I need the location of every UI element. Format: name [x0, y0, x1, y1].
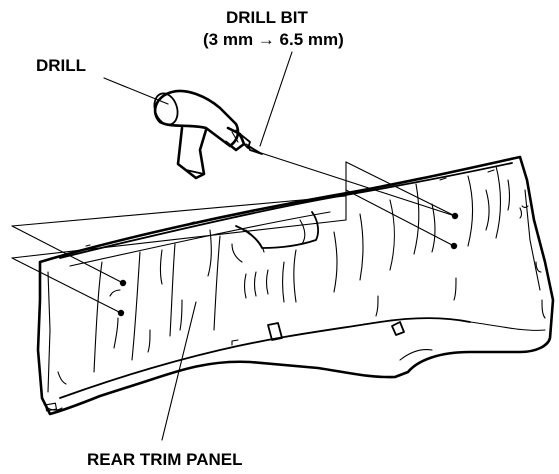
- rear-trim-panel: [36, 155, 555, 416]
- drill: [153, 89, 263, 180]
- label-drill-bit-size: (3 mm → 6.5 mm): [203, 30, 344, 49]
- drill-body: [153, 89, 240, 148]
- panel-clips: [231, 321, 405, 346]
- leader-drill: [103, 77, 169, 105]
- drill-handle: [176, 126, 208, 180]
- leader-rear-trim-panel: [161, 301, 197, 441]
- leader-drill-bit: [259, 51, 293, 147]
- panel-lip-marks: [85, 169, 495, 247]
- panel-outline: [36, 155, 555, 416]
- label-drill: DRILL: [36, 56, 86, 75]
- label-rear-trim-panel: REAR TRIM PANEL: [87, 450, 243, 469]
- label-drill-bit: DRILL BIT: [226, 8, 308, 27]
- leader-lines: [103, 51, 293, 441]
- panel-inner-contour: [59, 317, 471, 399]
- sight-lines: [11, 151, 456, 314]
